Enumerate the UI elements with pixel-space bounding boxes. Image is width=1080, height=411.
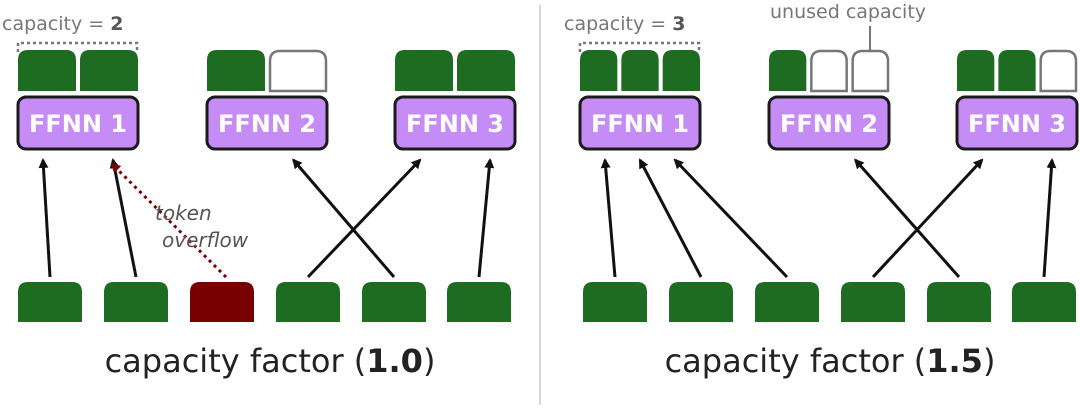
routing-arrow xyxy=(1042,158,1057,278)
token xyxy=(927,282,991,322)
routing-arrow xyxy=(638,158,703,278)
right-capacity-bracket xyxy=(578,41,701,52)
ffnn-expert-label: FFNN 1 xyxy=(29,110,127,138)
capacity-slot-filled xyxy=(769,50,807,91)
ffnn-expert-label: FFNN 3 xyxy=(406,110,504,138)
token-overflow xyxy=(190,282,254,322)
ffnn-expert-label: FFNN 2 xyxy=(780,110,878,138)
token xyxy=(104,282,168,322)
capacity-slot-filled xyxy=(957,50,995,91)
ffnn-expert-box xyxy=(205,95,329,151)
token xyxy=(18,282,82,322)
routing-arrow xyxy=(306,158,422,279)
unused-capacity-label: unused capacity xyxy=(770,1,926,23)
ffnn-expert-box xyxy=(578,95,702,151)
token xyxy=(447,282,511,322)
token xyxy=(583,282,647,322)
capacity-slot-filled xyxy=(395,50,453,91)
routing-arrow xyxy=(673,158,789,279)
token-overflow-label-line2: overflow xyxy=(162,228,249,252)
capacity-slot-empty xyxy=(1039,49,1078,93)
capacity-slot-filled xyxy=(580,50,618,91)
token xyxy=(276,282,340,322)
right-capacity-factor: capacity factor (1.5) xyxy=(665,342,996,380)
left-capacity-label: capacity = 2 xyxy=(2,13,123,35)
routing-arrow xyxy=(854,158,961,278)
capacity-slot-empty xyxy=(851,49,890,93)
ffnn-expert-box xyxy=(955,95,1079,151)
left-capacity-factor: capacity factor (1.0) xyxy=(105,342,436,380)
right-tokens xyxy=(583,282,1076,322)
routing-arrow xyxy=(109,158,138,278)
ffnn-expert-label: FFNN 1 xyxy=(591,110,689,138)
capacity-slot-filled xyxy=(998,50,1036,91)
ffnn-expert-label: FFNN 3 xyxy=(968,110,1066,138)
left-expert-slots xyxy=(18,49,515,93)
right-expert-slots xyxy=(580,49,1078,93)
capacity-slot-empty xyxy=(268,49,328,93)
capacity-slot-filled xyxy=(457,50,515,91)
overflow-arrow xyxy=(110,162,228,279)
ffnn-expert-box xyxy=(16,95,140,151)
capacity-slot-empty xyxy=(810,49,848,93)
left-capacity-bracket xyxy=(16,41,139,52)
capacity-slot-filled xyxy=(621,50,659,91)
left-panel: capacity = 2 FFNN 1 FFNN 2 FFNN 3 token ov… xyxy=(2,13,517,380)
ffnn-expert-box xyxy=(767,95,891,151)
token xyxy=(1012,282,1076,322)
capacity-slot-filled xyxy=(80,50,138,91)
token xyxy=(755,282,819,322)
ffnn-expert-box xyxy=(393,95,517,151)
right-routing-arrows xyxy=(600,158,1057,279)
routing-arrow xyxy=(38,158,52,278)
token xyxy=(669,282,733,322)
capacity-slot-filled xyxy=(18,50,76,91)
token-overflow-label-line1: token xyxy=(155,201,212,225)
ffnn-expert-label: FFNN 2 xyxy=(218,110,316,138)
left-tokens xyxy=(18,282,511,322)
routing-arrow xyxy=(292,158,396,278)
token xyxy=(362,282,426,322)
capacity-slot-filled xyxy=(207,50,265,91)
routing-arrow xyxy=(871,158,984,279)
capacity-slot-filled xyxy=(662,50,700,91)
routing-arrow xyxy=(477,158,495,278)
token xyxy=(841,282,905,322)
left-routing-arrows xyxy=(38,158,495,279)
right-experts: FFNN 1 FFNN 2 FFNN 3 xyxy=(578,95,1079,151)
routing-arrow xyxy=(600,158,617,278)
left-experts: FFNN 1 FFNN 2 FFNN 3 xyxy=(16,95,517,151)
right-capacity-label: capacity = 3 xyxy=(564,13,685,35)
